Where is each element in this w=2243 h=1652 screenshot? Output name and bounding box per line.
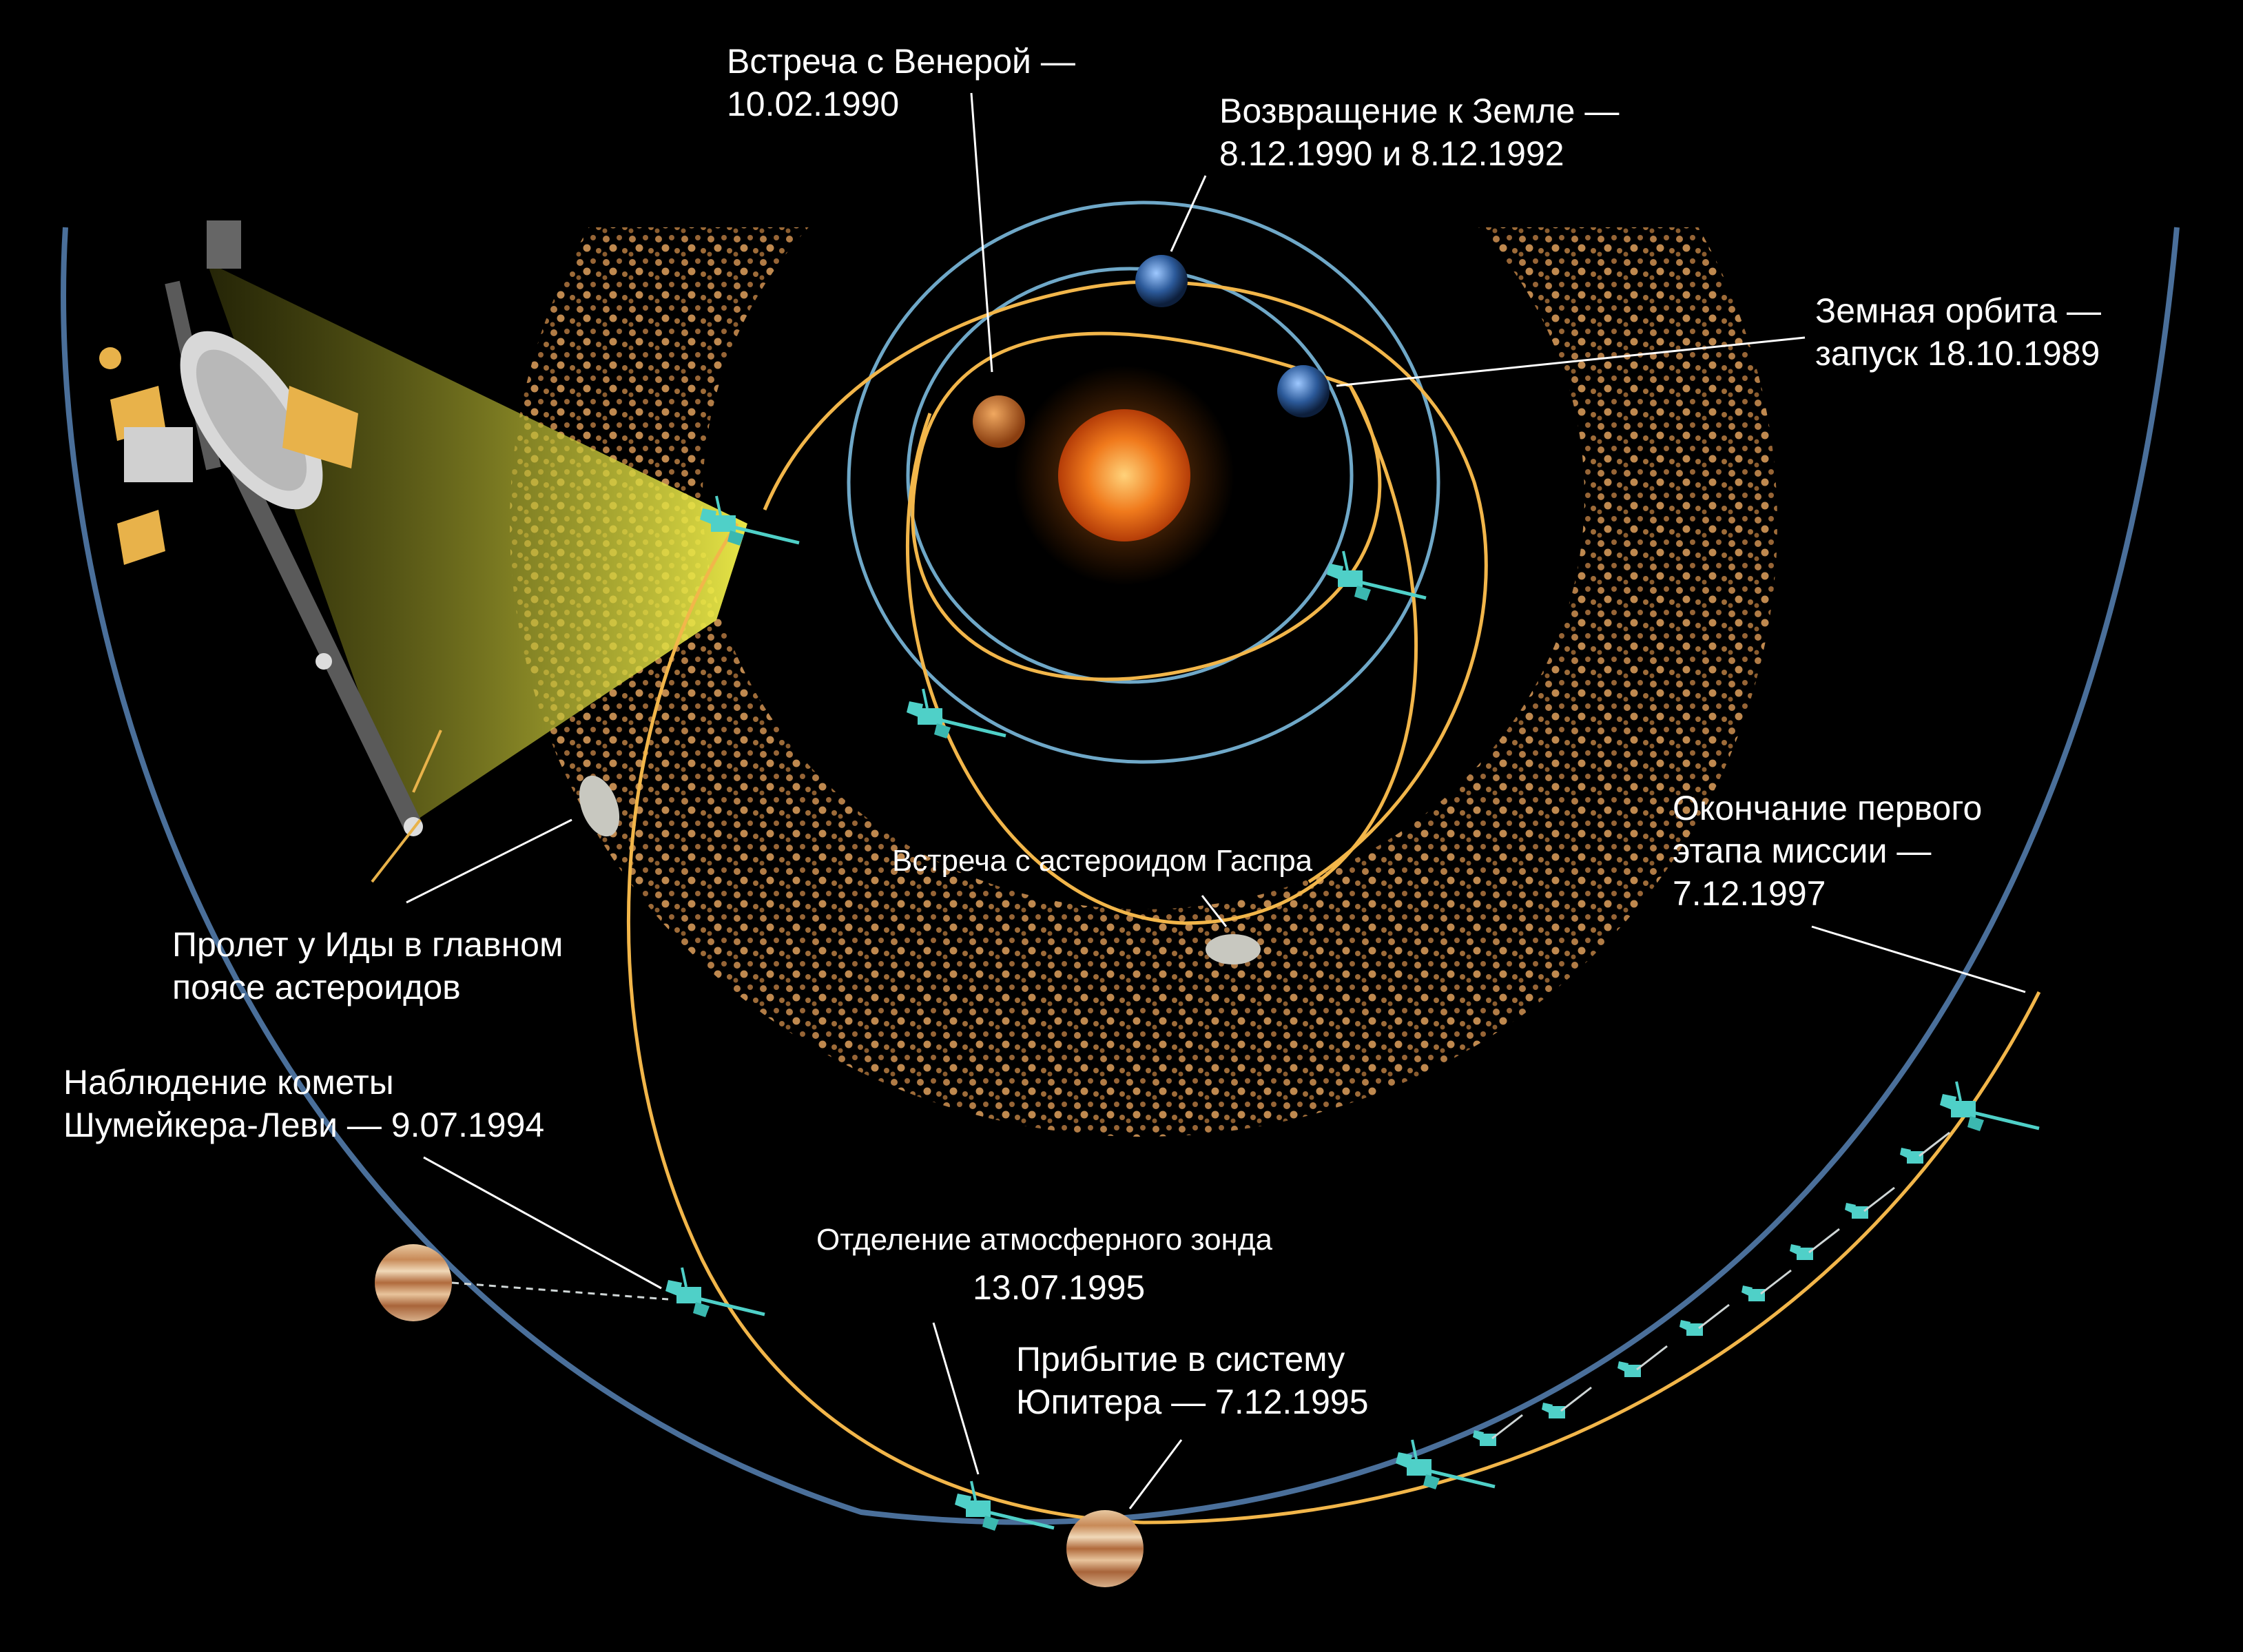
venus-orbit bbox=[906, 267, 1354, 684]
label-earth-return: Возвращение к Земле — 8.12.1990 и 8.12.1… bbox=[1219, 90, 1619, 175]
label-comet: Наблюдение кометы Шумейкера-Леви — 9.07.… bbox=[63, 1061, 544, 1146]
label-venus-line2: 10.02.1990 bbox=[727, 85, 900, 123]
label-jupiter-arrival-line1: Прибытие в систему bbox=[1016, 1340, 1345, 1379]
label-first-stage-line1: Окончание первого bbox=[1673, 789, 1983, 827]
label-earth-return-line2: 8.12.1990 и 8.12.1992 bbox=[1219, 134, 1564, 173]
label-gaspra: Встреча с астероидом Гаспра bbox=[892, 842, 1312, 880]
asteroid-ida-icon bbox=[579, 775, 620, 837]
label-probe-line2: 13.07.1995 bbox=[973, 1268, 1146, 1307]
leader-lines bbox=[406, 92, 2026, 1509]
jupiter-icon bbox=[375, 1244, 452, 1321]
label-gaspra-line1: Встреча с астероидом Гаспра bbox=[892, 844, 1313, 878]
label-probe-date: 13.07.1995 bbox=[973, 1266, 1145, 1309]
label-ida: Пролет у Иды в главном поясе астероидов bbox=[172, 923, 563, 1009]
earth-icon bbox=[1277, 365, 1330, 417]
label-venus-line1: Встреча с Венерой — bbox=[727, 42, 1075, 81]
label-probe-line1: Отделение атмосферного зонда bbox=[816, 1223, 1272, 1257]
jupiter-icon bbox=[1066, 1510, 1144, 1587]
label-jupiter-arrival: Прибытие в систему Юпитера — 7.12.1995 bbox=[1016, 1338, 1369, 1423]
label-earth-orbit: Земная орбита — запуск 18.10.1989 bbox=[1815, 289, 2101, 375]
venus-icon bbox=[973, 395, 1025, 448]
label-ida-line2: поясе астероидов bbox=[172, 968, 461, 1006]
scan-cone bbox=[207, 262, 747, 827]
galileo-spacecraft-icon bbox=[99, 220, 442, 883]
trajectory-outer bbox=[763, 280, 1488, 884]
sun-icon bbox=[1058, 409, 1190, 541]
label-probe: Отделение атмосферного зонда bbox=[816, 1221, 1272, 1259]
label-comet-line2: Шумейкера-Леви — 9.07.1994 bbox=[63, 1106, 545, 1144]
label-comet-line1: Наблюдение кометы bbox=[63, 1063, 394, 1102]
label-earth-return-line1: Возвращение к Земле — bbox=[1219, 92, 1620, 130]
earth-icon bbox=[1135, 255, 1188, 307]
label-first-stage-line3: 7.12.1997 bbox=[1673, 874, 1826, 913]
label-first-stage: Окончание первого этапа миссии — 7.12.19… bbox=[1673, 787, 1982, 915]
label-first-stage-line2: этапа миссии — bbox=[1673, 832, 1932, 870]
label-ida-line1: Пролет у Иды в главном bbox=[172, 925, 564, 964]
label-earth-orbit-line2: запуск 18.10.1989 bbox=[1815, 334, 2100, 373]
trajectory-gaspra bbox=[906, 384, 1418, 925]
asteroid-gaspra-icon bbox=[1206, 934, 1261, 964]
jupiter-orbit-arc bbox=[61, 227, 2180, 1525]
earth-orbit bbox=[847, 200, 1440, 764]
label-jupiter-arrival-line2: Юпитера — 7.12.1995 bbox=[1016, 1383, 1369, 1421]
label-venus: Встреча с Венерой — 10.02.1990 bbox=[727, 40, 1075, 125]
trajectory-to-jupiter bbox=[626, 522, 2041, 1525]
label-earth-orbit-line1: Земная орбита — bbox=[1815, 291, 2101, 330]
